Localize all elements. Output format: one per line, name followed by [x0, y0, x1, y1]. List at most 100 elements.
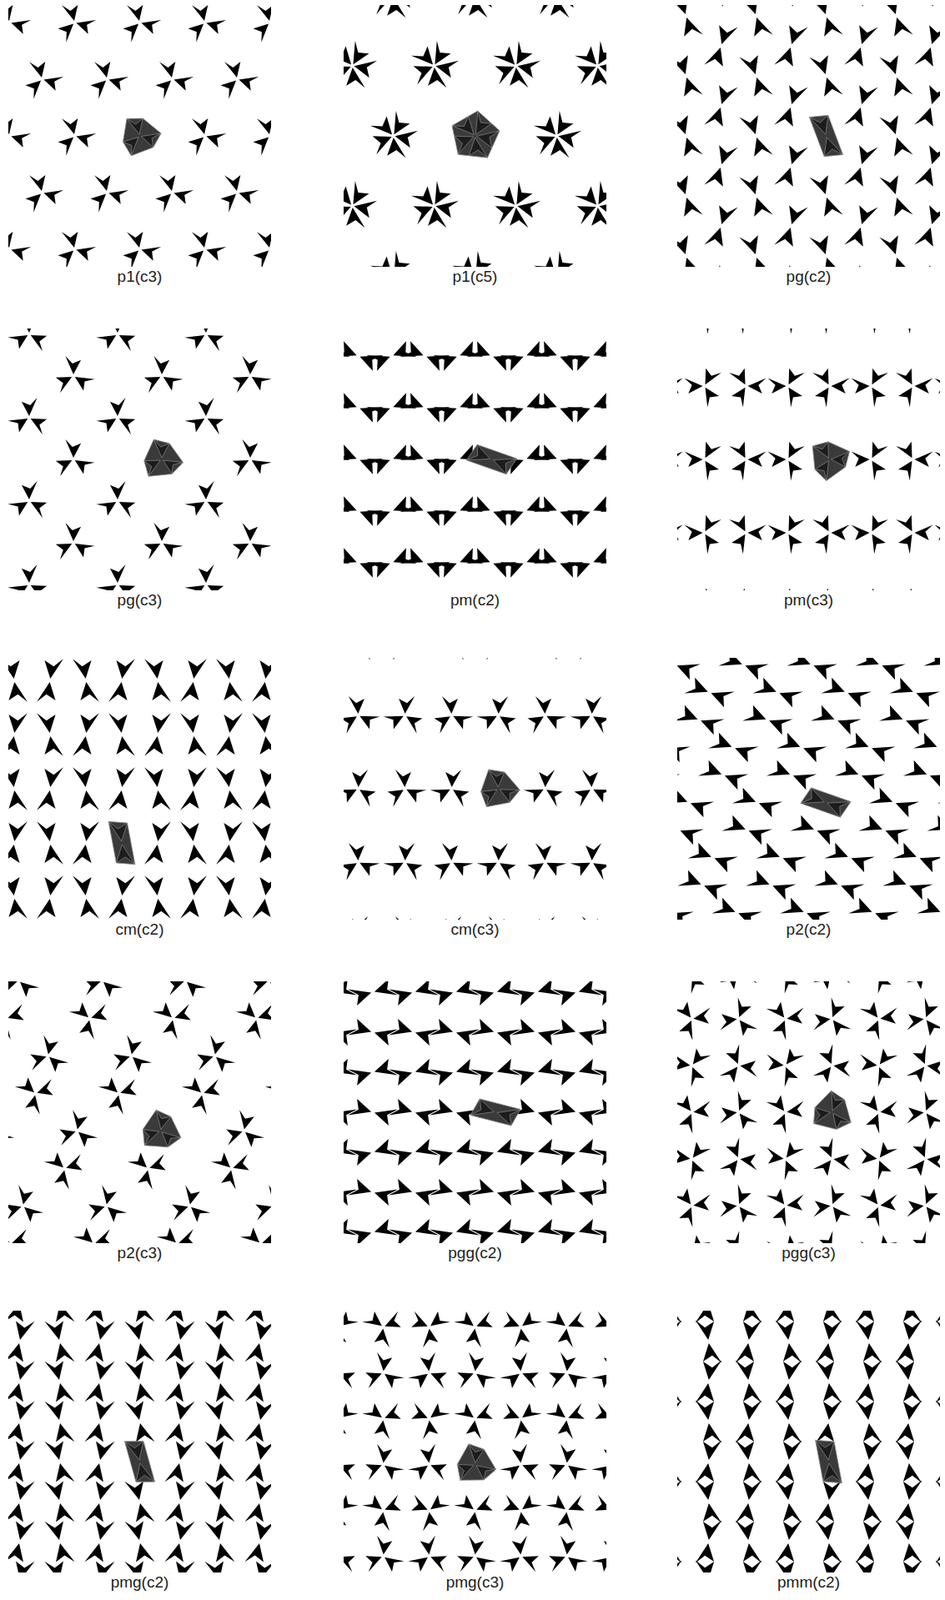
- dart-tile: [191, 118, 208, 135]
- dart-tile: [522, 1556, 538, 1573]
- dart-tile: [432, 510, 457, 527]
- dart-tile: [766, 1188, 785, 1205]
- dart-tile: [343, 716, 357, 734]
- dart-tile: [855, 1400, 875, 1421]
- dart-tile: [537, 1189, 562, 1207]
- dart-tile: [144, 376, 161, 393]
- dart-tile: [151, 713, 171, 734]
- dart-tile: [552, 1099, 576, 1116]
- dart-tile: [84, 1543, 104, 1563]
- dart-tile: [570, 863, 591, 877]
- dart-tile: [55, 1343, 76, 1363]
- dart-tile: [789, 25, 808, 45]
- dart-tile: [738, 912, 762, 920]
- dart-tile: [526, 341, 550, 357]
- dart-tile: [343, 547, 351, 564]
- dart-tile: [126, 5, 143, 21]
- dart-tile: [75, 133, 96, 148]
- dart-tile: [859, 25, 878, 45]
- dart-tile: [833, 1154, 850, 1171]
- dart-tile: [144, 658, 163, 679]
- dart-tile: [548, 1372, 565, 1389]
- dart-tile: [232, 376, 249, 393]
- panel-caption: cm(c3): [343, 920, 607, 940]
- dart-tile: [427, 207, 447, 228]
- dart-tile: [11, 1229, 28, 1244]
- dart-tile: [574, 789, 591, 807]
- dart-tile: [8, 658, 21, 679]
- dart-tile: [895, 1440, 915, 1461]
- dart-tile: [80, 821, 99, 842]
- dart-tile: [678, 1114, 693, 1135]
- dart-tile: [603, 1536, 607, 1556]
- dart-tile: [384, 1403, 401, 1420]
- dart-tile: [159, 175, 176, 192]
- dart-tile: [859, 1188, 878, 1205]
- panel-caption: pg(c2): [677, 267, 940, 287]
- dart-tile: [574, 658, 591, 661]
- dart-tile: [251, 376, 272, 391]
- dart-tile: [126, 231, 143, 248]
- dart-tile: [268, 1185, 272, 1205]
- dart-tile: [855, 1480, 875, 1501]
- dart-tile: [738, 1184, 752, 1205]
- dart-tile: [15, 1321, 36, 1341]
- dart-tile: [476, 1558, 497, 1573]
- dart-tile: [376, 1352, 393, 1373]
- dart-tile: [859, 85, 878, 105]
- dart-tile: [878, 1067, 892, 1088]
- dart-tile: [252, 23, 269, 42]
- dart-tile: [775, 1463, 795, 1484]
- fundamental-region: [466, 444, 517, 474]
- dart-tile: [695, 1480, 714, 1501]
- dart-tile: [115, 767, 135, 788]
- dart-tile: [84, 1311, 104, 1322]
- dart-tile: [181, 1077, 202, 1093]
- dart-tile: [167, 981, 184, 996]
- dart-tile: [552, 1069, 576, 1086]
- dart-tile: [935, 1560, 940, 1574]
- dart-tile: [244, 1543, 264, 1563]
- dart-tile: [844, 733, 869, 749]
- dart-tile: [124, 1522, 144, 1541]
- dart-tile: [735, 1503, 754, 1524]
- dart-tile: [912, 1044, 926, 1065]
- dart-tile: [568, 1495, 584, 1512]
- dart-tile: [935, 1463, 940, 1484]
- dart-tile: [766, 1001, 785, 1018]
- dart-tile: [851, 451, 870, 468]
- dart-tile: [537, 1059, 562, 1076]
- dart-tile: [75, 20, 96, 35]
- dart-tile: [216, 1343, 236, 1363]
- dart-tile: [926, 1114, 940, 1131]
- dart-tile: [30, 335, 47, 352]
- dart-tile: [705, 368, 722, 385]
- highlighted-motif: [814, 461, 829, 482]
- dart-tile: [80, 790, 99, 811]
- dart-tile: [216, 1383, 236, 1403]
- dart-tile: [693, 1100, 710, 1117]
- dart-tile: [206, 133, 227, 148]
- dart-tile: [593, 1099, 607, 1116]
- dart-tile: [703, 167, 723, 187]
- dart-tile: [108, 190, 129, 205]
- dart-tile: [860, 1147, 878, 1164]
- dart-tile: [124, 1482, 144, 1501]
- dart-tile: [724, 774, 749, 791]
- dart-tile: [365, 1372, 382, 1389]
- highlighted-motif: [142, 1129, 159, 1146]
- dart-tile: [430, 1372, 447, 1389]
- dart-tile: [748, 377, 767, 394]
- dart-tile: [55, 1423, 76, 1443]
- dart-tile: [95, 502, 116, 516]
- dart-tile: [774, 107, 793, 127]
- dart-tile: [743, 1320, 762, 1341]
- dart-tile: [411, 1403, 428, 1420]
- dart-tile: [353, 201, 377, 219]
- dart-tile: [366, 458, 390, 475]
- dart-tile: [691, 1161, 705, 1182]
- dart-tile: [259, 844, 272, 865]
- dart-tile: [84, 1383, 104, 1403]
- dart-tile: [823, 1560, 842, 1574]
- dart-tile: [708, 733, 732, 749]
